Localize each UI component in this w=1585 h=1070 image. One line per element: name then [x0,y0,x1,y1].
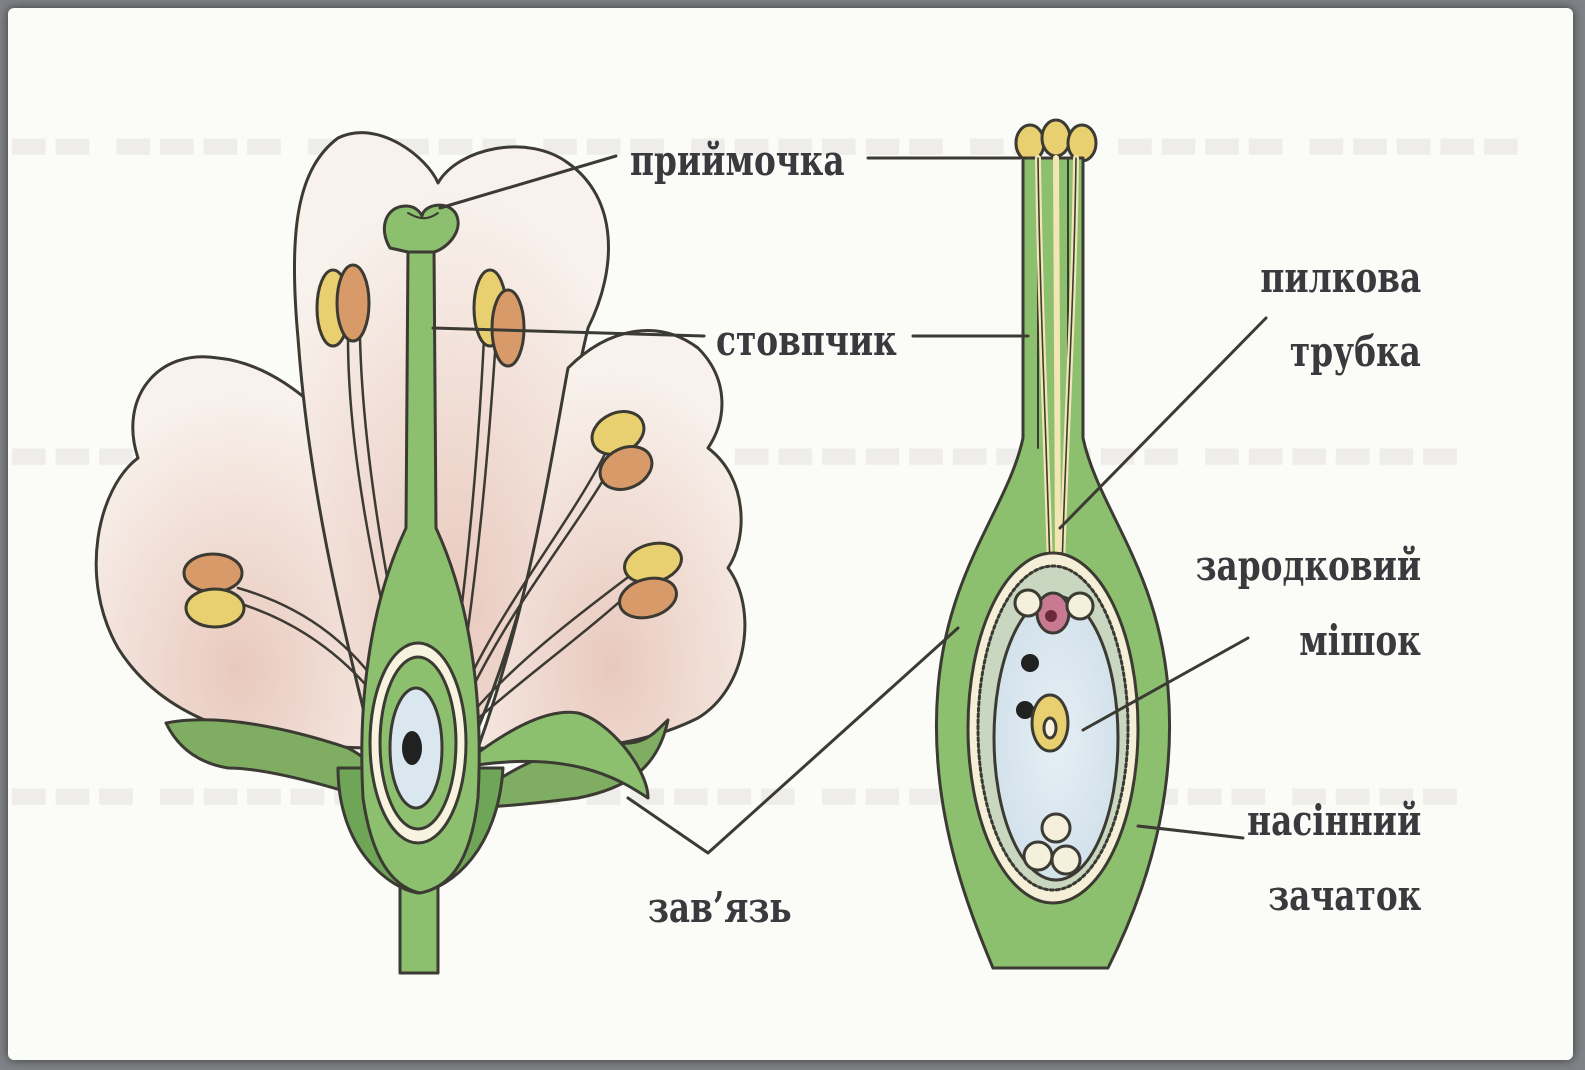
label-pollen-tube-line2: трубка [1290,324,1421,380]
stigma-right-lobes [1016,120,1096,161]
label-ovule-line2: зачаток [1268,868,1421,924]
label-ovary: зав’язь [648,880,792,936]
label-stigma: приймочка [630,133,845,189]
label-pollen-tube-line1: пилкова [1260,250,1421,306]
label-ovule-line1: насінний [1247,793,1421,849]
label-embryo-sac-line2: мішок [1299,613,1421,669]
diagram-frame: ▬▬ ▬▬▬▬ ▬▬▬▬▬ ▬▬▬ ▬▬▬▬▬▬ ▬▬▬ ▬▬▬▬ ▬▬▬▬▬ … [8,8,1573,1060]
label-style: стовпчик [716,313,897,369]
stigma-left [384,205,458,252]
label-embryo-sac-line1: зародковий [1195,538,1421,594]
